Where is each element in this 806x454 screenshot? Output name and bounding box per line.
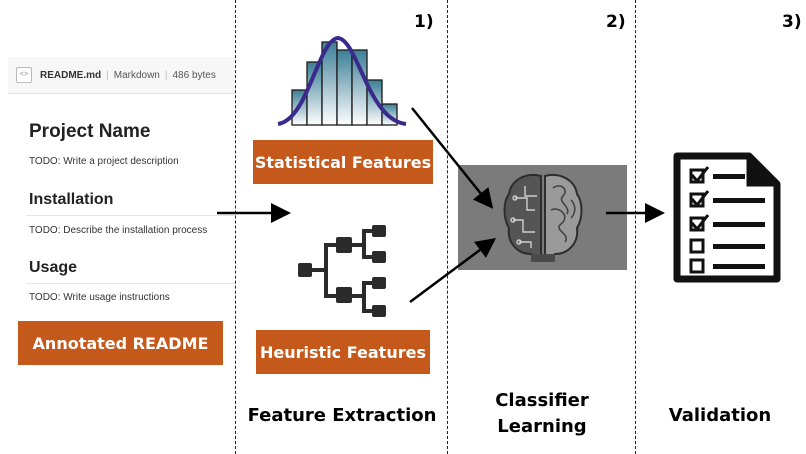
readme-format: Markdown bbox=[113, 69, 160, 81]
file-code-icon: <> bbox=[16, 67, 32, 83]
readme-installation-todo: TODO: Describe the installation process bbox=[29, 225, 208, 236]
readme-preview: <> README.md | Markdown | 486 bytes Proj… bbox=[8, 57, 235, 319]
brain-icon bbox=[503, 174, 583, 262]
arrow-statistical-to-classifier bbox=[411, 107, 494, 209]
arrow-heuristic-to-classifier bbox=[409, 238, 497, 304]
stage-number-3: 3) bbox=[782, 12, 802, 32]
classifier-line-2: Learning bbox=[497, 416, 587, 437]
histogram-icon bbox=[277, 35, 407, 126]
divider-2 bbox=[447, 0, 448, 454]
stage-label-feature-extraction: Feature Extraction bbox=[247, 405, 437, 426]
readme-section-usage: Usage bbox=[29, 259, 78, 276]
hierarchy-icon bbox=[298, 225, 386, 317]
annotated-readme-label: Annotated README bbox=[18, 321, 223, 365]
readme-filename: README.md bbox=[40, 69, 102, 81]
readme-rule-1 bbox=[26, 215, 235, 216]
readme-title-todo: TODO: Write a project description bbox=[29, 156, 179, 167]
readme-title: Project Name bbox=[29, 121, 151, 142]
heuristic-features-label: Heuristic Features bbox=[256, 330, 430, 374]
stage-label-classifier-learning: Classifier Learning bbox=[462, 388, 622, 440]
stage-label-validation: Validation bbox=[668, 405, 772, 426]
readme-size: 486 bytes bbox=[172, 69, 216, 81]
divider-3 bbox=[635, 0, 636, 454]
readme-usage-todo: TODO: Write usage instructions bbox=[29, 292, 170, 303]
stage-number-1: 1) bbox=[414, 12, 434, 32]
divider-1 bbox=[235, 0, 236, 454]
readme-file-header: <> README.md | Markdown | 486 bytes bbox=[8, 57, 235, 94]
stage-number-2: 2) bbox=[606, 12, 626, 32]
readme-rule-2 bbox=[26, 283, 235, 284]
checklist-icon bbox=[673, 152, 781, 283]
classifier-line-1: Classifier bbox=[495, 390, 589, 411]
statistical-features-label: Statistical Features bbox=[253, 140, 433, 184]
readme-section-installation: Installation bbox=[29, 191, 114, 208]
